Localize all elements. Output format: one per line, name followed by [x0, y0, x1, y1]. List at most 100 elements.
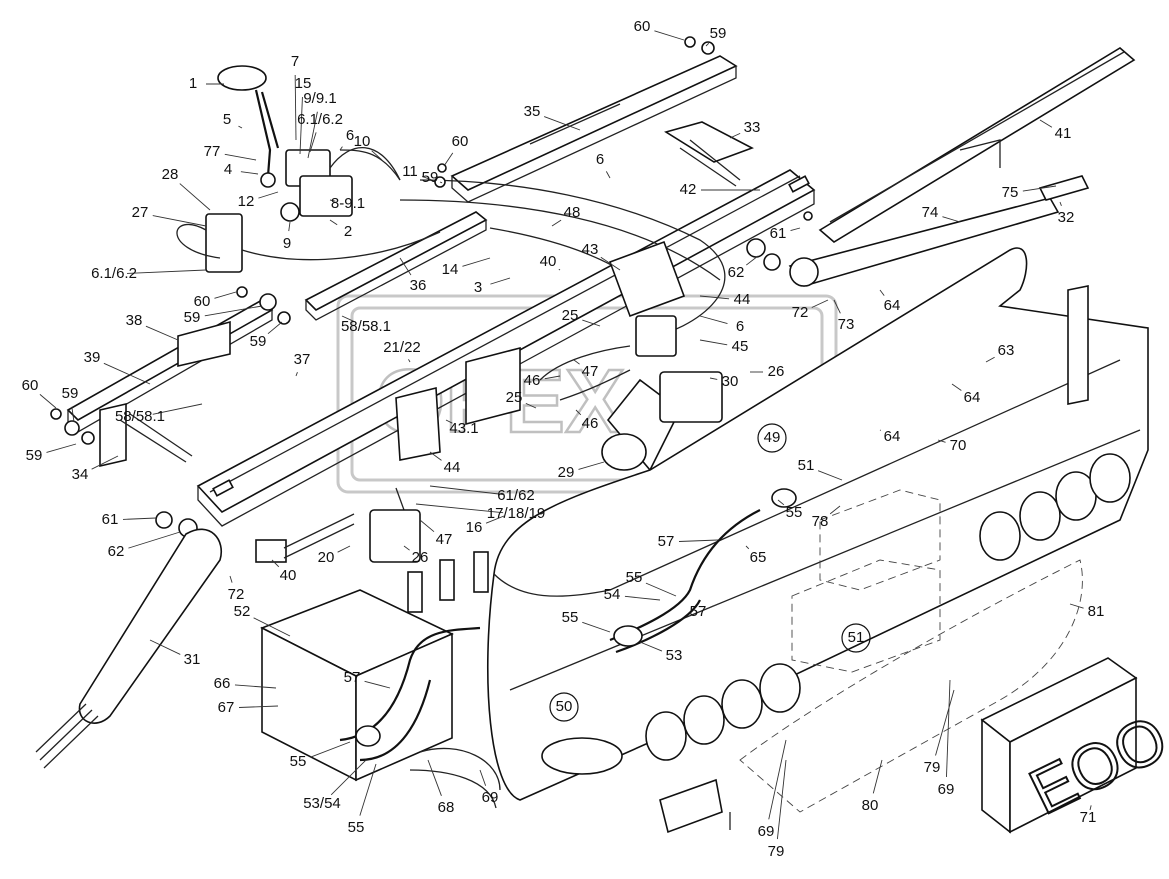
callout-c-61-a: 61	[770, 225, 787, 242]
leader-line	[238, 125, 243, 129]
callout-c-14: 14	[442, 261, 459, 278]
leader-line	[238, 705, 279, 708]
callout-c-39: 39	[84, 349, 101, 366]
leader-line	[103, 362, 151, 385]
callout-c-79-a: 79	[924, 759, 941, 776]
leader-line	[309, 132, 317, 153]
leader-line	[427, 759, 442, 796]
callout-c-21-22: 21/22	[383, 339, 421, 356]
leader-line	[339, 146, 343, 151]
leader-line	[126, 269, 207, 274]
callout-c-55-b: 55	[626, 569, 643, 586]
leader-line	[330, 759, 367, 796]
callout-c-60-a: 60	[452, 133, 469, 150]
leader-line	[364, 680, 391, 689]
callout-circle	[841, 623, 871, 653]
hoses	[609, 488, 797, 654]
leader-line	[204, 305, 263, 317]
leader-line	[817, 470, 843, 481]
callout-c-58-a: 58/58.1	[341, 318, 391, 335]
callout-c-59-e: 59	[26, 447, 43, 464]
leader-line	[558, 268, 561, 271]
leader-line	[399, 257, 412, 276]
leader-line	[371, 150, 383, 161]
callout-c-74: 74	[922, 204, 939, 221]
leader-line	[1089, 805, 1092, 811]
callout-c-15: 15	[295, 75, 312, 92]
callout-c-52: 52	[234, 603, 251, 620]
callout-c-12: 12	[238, 193, 255, 210]
leader-line	[128, 531, 181, 549]
callout-circle	[757, 423, 787, 453]
callout-c-69-b: 69	[482, 789, 499, 806]
leader-line	[415, 503, 504, 514]
callout-c-54: 54	[604, 586, 621, 603]
leader-line	[485, 515, 505, 524]
leader-line	[699, 295, 730, 300]
leader-line	[544, 375, 561, 380]
leader-line	[709, 603, 719, 608]
callout-c-47-a: 47	[582, 363, 599, 380]
leader-line	[309, 741, 351, 758]
front-bumper	[486, 247, 1149, 801]
callout-c-59-top: 59	[710, 25, 727, 42]
callout-c-1: 1	[189, 75, 197, 92]
leader-line	[582, 621, 611, 633]
callout-c-41: 41	[1055, 125, 1072, 142]
leader-line	[271, 559, 280, 568]
callout-c-72-b: 72	[228, 586, 245, 603]
leader-line	[790, 227, 801, 232]
callout-circle	[549, 692, 579, 722]
leader-line	[408, 359, 411, 363]
leader-line	[152, 403, 203, 415]
leader-line	[777, 499, 785, 506]
cylinders	[119, 121, 754, 563]
leader-line	[605, 171, 611, 179]
leader-line	[71, 406, 75, 423]
callout-c-60-c: 60	[22, 377, 39, 394]
callout-c-6-b: 6	[596, 151, 604, 168]
callout-c-55-c: 55	[562, 609, 579, 626]
callout-c-64-c: 64	[884, 428, 901, 445]
leader-line	[600, 256, 621, 271]
callout-c-78: 78	[812, 513, 829, 530]
leader-line	[729, 132, 741, 139]
dashed-outlines	[739, 489, 1083, 813]
callout-c-71: 71	[1080, 809, 1097, 826]
callout-c-59-c: 59	[250, 333, 267, 350]
callout-c-72-a: 72	[792, 304, 809, 321]
leader-line	[811, 299, 829, 308]
callout-c-65: 65	[750, 549, 767, 566]
callout-c-48: 48	[564, 204, 581, 221]
callout-c-68: 68	[438, 799, 455, 816]
callout-c-81: 81	[1088, 603, 1105, 620]
callout-c-79-b: 79	[768, 843, 785, 860]
callout-c-53-54: 53/54	[303, 795, 341, 812]
callout-c-43: 43	[582, 241, 599, 258]
callout-c-3: 3	[474, 279, 482, 296]
leader-line	[709, 377, 718, 380]
central-mechanism	[395, 240, 723, 472]
leader-line	[937, 439, 946, 443]
leader-line	[39, 394, 57, 409]
callout-c-16: 16	[466, 519, 483, 536]
callout-c-28: 28	[162, 166, 179, 183]
callout-c-35: 35	[524, 103, 541, 120]
callout-c-30: 30	[722, 373, 739, 390]
leader-line	[439, 181, 443, 184]
callout-c-36: 36	[410, 277, 427, 294]
leader-line	[329, 219, 338, 226]
leader-line	[490, 277, 511, 285]
callout-c-51-b: 51	[848, 629, 865, 646]
leader-line	[445, 419, 453, 424]
callout-c-55-a: 55	[786, 504, 803, 521]
callout-c-17-18-19: 17/18/19	[487, 505, 545, 522]
leader-line	[145, 325, 179, 341]
callout-c-42: 42	[680, 181, 697, 198]
leader-line	[705, 42, 710, 47]
leader-line	[985, 356, 995, 363]
leader-lines	[39, 30, 1092, 840]
callout-c-60-top: 60	[634, 18, 651, 35]
leader-line	[253, 617, 291, 637]
